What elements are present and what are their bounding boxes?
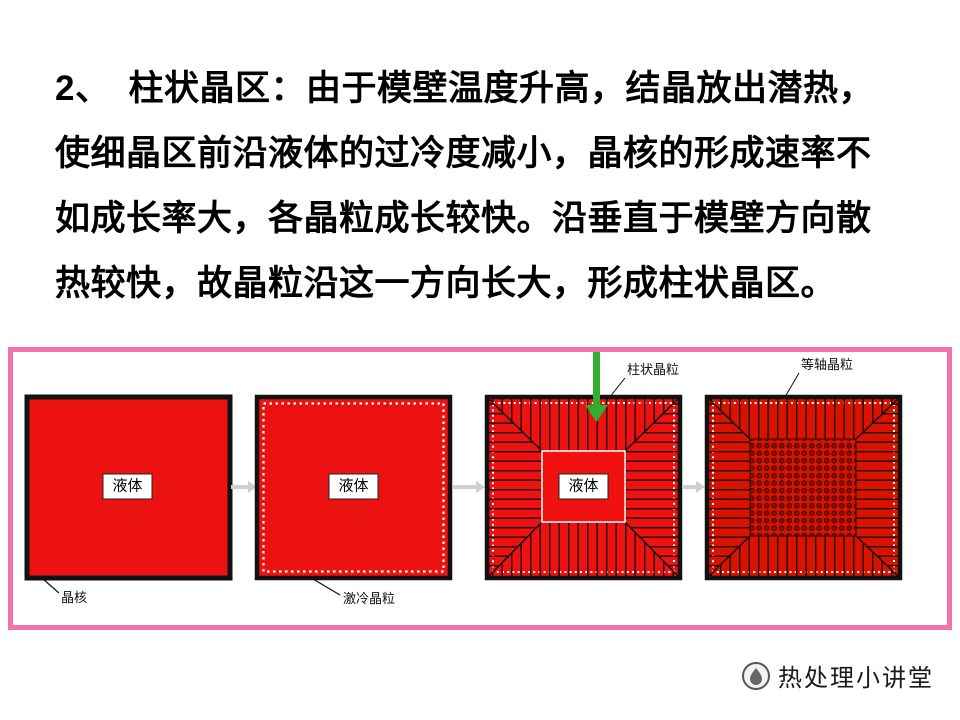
watermark-text: 热处理小讲堂 [778, 665, 934, 692]
solidification-diagram: 液体 晶核 液体 激冷晶粒 [24, 352, 903, 606]
stage-3-columnar-left [489, 399, 542, 576]
watermark-logo-icon [742, 661, 770, 690]
stage-4-columnar-left [709, 399, 750, 576]
stage-4-diagonal [855, 535, 899, 577]
stage-2-label: 液体 [338, 478, 368, 495]
stage-3-columnar-right [625, 399, 678, 576]
stage-3-leader-line [608, 377, 626, 399]
cooling-direction-arrow [585, 352, 608, 422]
text-line-1: 2、 柱状晶区：由于模壁温度升高，结晶放出潜热， [55, 69, 874, 108]
text-line-2: 使细晶区前沿液体的过冷度减小，晶核的形成速率不 [55, 134, 872, 173]
stage-3-label-box [558, 473, 609, 500]
text-line-3: 如成长率大，各晶粒成长较快。沿垂直于模壁方向散 [55, 199, 872, 238]
stage-3-columnar: 液体 柱状晶粒 [484, 362, 683, 581]
stage-2-label-box [328, 473, 379, 500]
stage-4-columnar-bottom [709, 536, 898, 576]
stage-2-chilled: 液体 激冷晶粒 [254, 394, 453, 606]
stage-4-equiaxed: 等轴晶粒 [704, 357, 903, 581]
stage-4-equiaxed-core [749, 438, 857, 537]
stage-4-diagonal [708, 398, 751, 440]
stage-1-annotation: 晶核 [61, 590, 87, 605]
stage-3-annotation: 柱状晶粒 [627, 362, 679, 377]
stage-4-columnar-top [709, 399, 898, 439]
stage-1-liquid: 液体 晶核 [24, 394, 233, 605]
stage-3-label: 液体 [568, 478, 598, 495]
stage-arrow-1 [231, 481, 257, 493]
stage-4-diagonal [855, 398, 899, 440]
stage-3-columnar-bottom [489, 522, 678, 576]
stage-2-annotation: 激冷晶粒 [343, 591, 395, 606]
stage-3-diagonal [624, 521, 679, 577]
stage-4-diagonal [708, 535, 751, 577]
diagram-frame: 液体 晶核 液体 激冷晶粒 [8, 347, 952, 630]
watermark: 热处理小讲堂 [740, 658, 934, 693]
stage-arrow-2 [453, 481, 485, 493]
stage-2-leader-line [312, 578, 341, 596]
body-text: 2、 柱状晶区：由于模壁温度升高，结晶放出潜热， 使细晶区前沿液体的过冷度减小，… [55, 56, 920, 316]
stage-3-diagonal [488, 521, 543, 577]
text-line-4: 热较快，故晶粒沿这一方向长大，形成柱状晶区。 [55, 264, 837, 303]
stage-1-leader-line [42, 578, 60, 594]
stage-4-leader-line [784, 372, 800, 398]
stage-3-diagonal [624, 398, 679, 452]
stage-2-chill-dots [262, 402, 445, 573]
stage-4-annotation: 等轴晶粒 [801, 357, 853, 372]
stage-1-label: 液体 [112, 478, 142, 495]
stage-arrow-3 [682, 481, 705, 493]
stage-3-diagonal [488, 398, 543, 452]
stage-4-columnar-right [856, 399, 898, 576]
stage-3-columnar-top [489, 399, 678, 451]
stage-1-label-box [102, 473, 153, 500]
